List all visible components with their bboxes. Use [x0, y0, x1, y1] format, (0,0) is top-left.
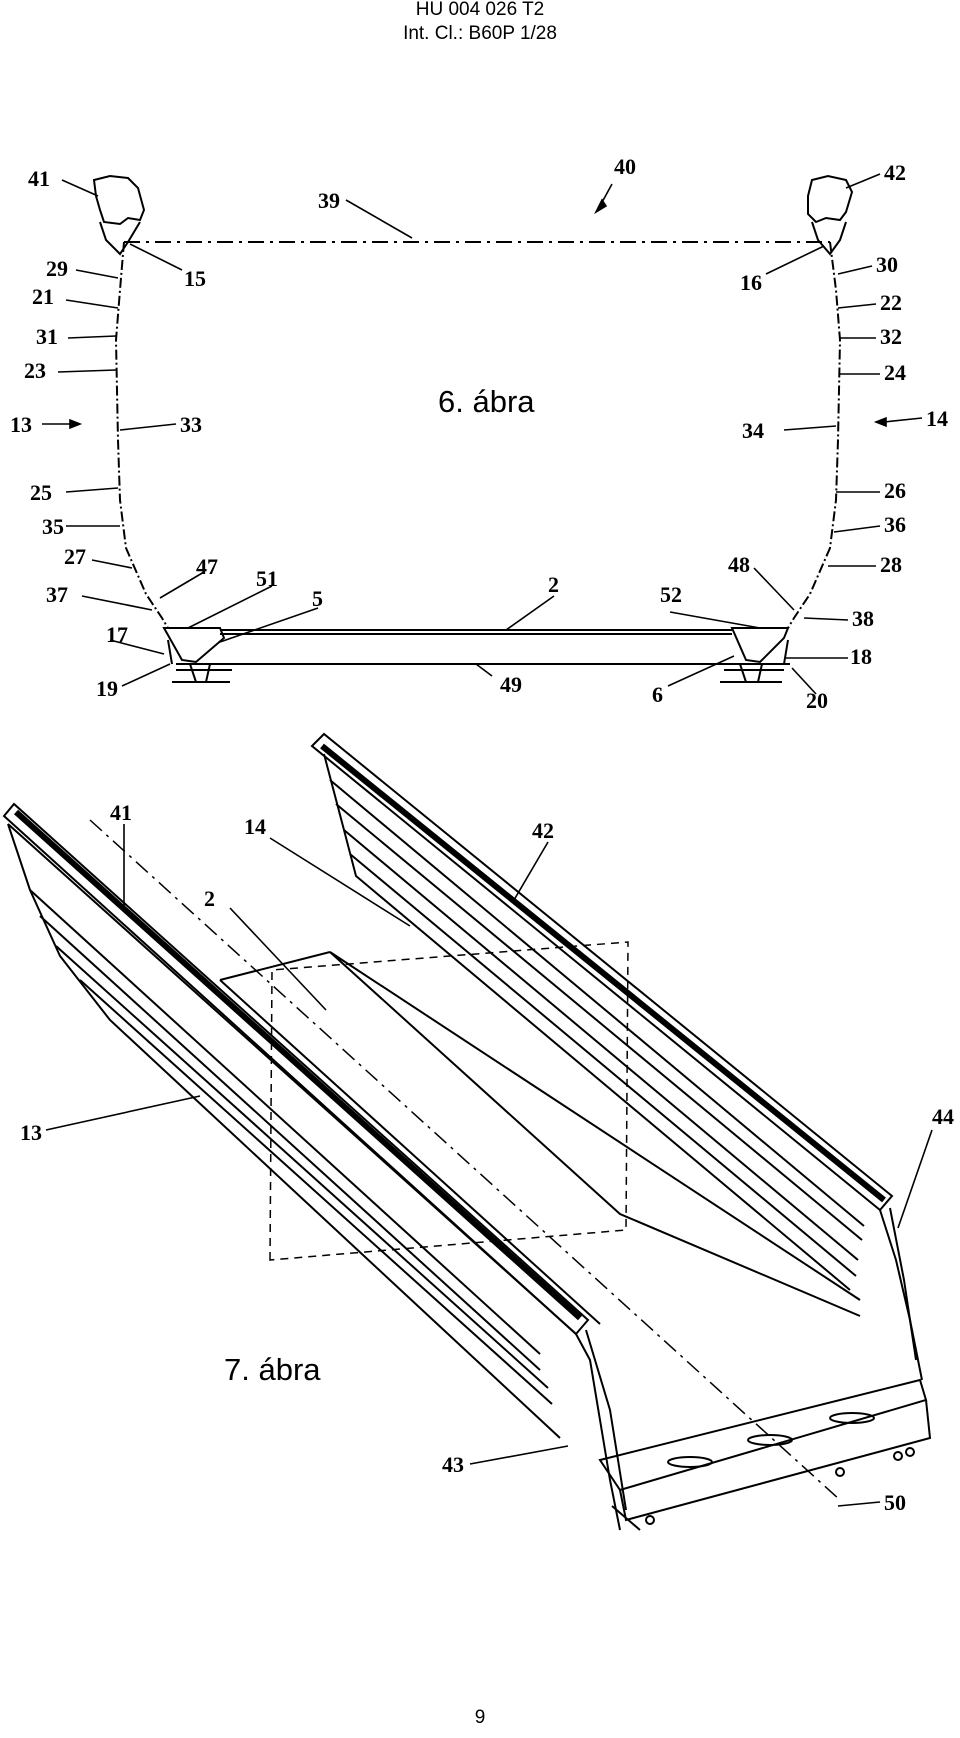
label-20: 20	[806, 688, 828, 713]
label-41: 41	[28, 166, 50, 191]
label-49: 49	[500, 672, 522, 697]
label-35: 35	[42, 514, 64, 539]
fig7-label-41: 41	[110, 800, 132, 825]
front-left-post	[575, 1333, 621, 1531]
patent-number: HU 004 026 T2	[415, 0, 545, 20]
center-axis-line	[89, 819, 841, 1501]
label-28: 28	[880, 552, 902, 577]
label-30: 30	[876, 252, 898, 277]
label-29: 29	[46, 256, 68, 281]
floor-back-edge	[219, 951, 331, 981]
right-frame-end	[783, 639, 789, 665]
label-15: 15	[184, 266, 206, 291]
label-38: 38	[852, 606, 874, 631]
label-26: 26	[884, 478, 906, 503]
left-foot	[172, 663, 232, 683]
label-2: 2	[548, 572, 559, 597]
left-top-bead	[92, 174, 146, 226]
fig7-label-50: 50	[884, 1490, 906, 1515]
fig7-label-2: 2	[204, 886, 215, 911]
front-right-post	[879, 1209, 923, 1381]
fig7-label-44: 44	[932, 1104, 954, 1129]
figure-6-drawing: 41 40 42 39 29 15 16 30 21 22 31 32 23 2…	[10, 154, 948, 713]
floor-left-edge	[219, 979, 601, 1325]
label-32: 32	[880, 324, 902, 349]
label-14: 14	[926, 406, 948, 431]
label-31: 31	[36, 324, 58, 349]
left-side-wall	[114, 241, 169, 629]
floor-right-edge	[329, 951, 861, 1301]
label-16: 16	[740, 270, 762, 295]
classification: Int. Cl.: B60P 1/28	[403, 23, 557, 44]
fig7-label-43: 43	[442, 1452, 464, 1477]
label-21: 21	[32, 284, 54, 309]
left-corner-support	[162, 627, 226, 664]
label-36: 36	[884, 512, 906, 537]
label-37: 37	[46, 582, 68, 607]
figure-7-caption: 7. ábra	[224, 1352, 321, 1387]
left-top-rail	[2, 802, 590, 1336]
label-6: 6	[652, 682, 663, 707]
label-17: 17	[106, 622, 128, 647]
left-wall-outer	[7, 823, 561, 1439]
left-top-bracket	[99, 221, 141, 256]
label-25: 25	[30, 480, 52, 505]
label-42: 42	[884, 160, 906, 185]
right-top-bead	[807, 174, 854, 224]
label-5: 5	[312, 586, 323, 611]
label-52: 52	[660, 582, 682, 607]
right-corner-support	[730, 627, 790, 664]
right-wall-inner	[323, 753, 851, 1291]
right-foot	[720, 663, 784, 683]
label-27: 27	[64, 544, 86, 569]
label-51: 51	[256, 566, 278, 591]
label-40: 40	[614, 154, 636, 179]
label-24: 24	[884, 360, 906, 385]
right-top-bracket	[811, 221, 847, 256]
label-34: 34	[742, 418, 764, 443]
label-19: 19	[96, 676, 118, 701]
figure-7-drawing: 41 42 14 2 13 44 43 50	[2, 732, 954, 1531]
label-18: 18	[850, 644, 872, 669]
label-33: 33	[180, 412, 202, 437]
label-23: 23	[24, 358, 46, 383]
label-22: 22	[880, 290, 902, 315]
fig7-label-14: 14	[244, 814, 266, 839]
right-side-wall	[787, 241, 842, 629]
figure-6-caption: 6. ábra	[438, 384, 535, 419]
page-number: 9	[474, 1707, 486, 1728]
label-48: 48	[728, 552, 750, 577]
label-13: 13	[10, 412, 32, 437]
left-frame-end	[167, 639, 173, 665]
label-39: 39	[318, 188, 340, 213]
right-top-rail	[310, 732, 894, 1212]
reference-plane	[269, 941, 629, 1261]
fig7-label-13: 13	[20, 1120, 42, 1145]
fig7-label-42: 42	[532, 818, 554, 843]
label-47: 47	[196, 554, 218, 579]
